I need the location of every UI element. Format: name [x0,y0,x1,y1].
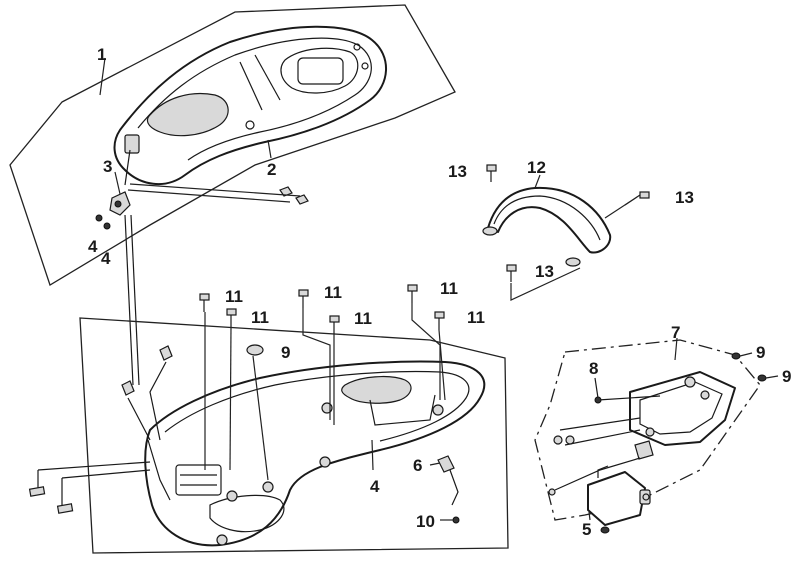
seat-assembly-group [9,4,456,286]
callout-7: 7 [671,323,680,342]
lamp-wiring [28,345,173,514]
callout-2: 2 [267,160,276,179]
luggage-box-bolts [199,284,445,334]
callout-9-grommet: 9 [281,343,290,362]
callout-8: 8 [589,359,598,378]
actuator-linkage [548,395,661,496]
callout-5: 5 [582,520,591,539]
callout-1: 1 [97,45,106,64]
grab-rail [487,186,612,254]
grab-rail-group [482,164,650,301]
callout-4-box: 4 [370,477,380,496]
luggage-box-grommet [246,344,264,356]
callout-13-right: 13 [675,188,694,207]
seat-lock-actuator [587,465,651,526]
seat-assembly-frame [9,4,456,286]
callout-6: 6 [413,456,422,475]
callout-4-lower: 4 [101,249,111,268]
callout-11-c: 11 [324,283,342,302]
callout-11-a: 11 [225,287,243,306]
callout-11-b: 11 [251,308,269,327]
callout-12: 12 [527,158,546,177]
callout-labels: 1 2 3 4 4 4 5 6 7 8 9 9 9 10 11 11 11 11… [88,45,791,539]
latch-cable [124,214,140,386]
callout-11-e: 11 [440,279,458,298]
seat-latch-bracket [109,191,131,216]
latch-cable-leader [127,183,301,203]
callout-10: 10 [416,512,435,531]
callout-11-f: 11 [467,308,485,327]
callout-3: 3 [103,157,112,176]
callout-9-lower: 9 [782,367,791,386]
light-switch [437,455,460,524]
actuator-bracket [629,371,736,460]
seat [113,25,387,186]
actuator-group [534,337,779,534]
callout-13-bottom: 13 [535,262,554,281]
callout-11-d: 11 [354,309,372,328]
luggage-box-group [28,284,509,554]
callout-9-upper: 9 [756,343,765,362]
seat-screws [95,186,309,230]
actuator-pin [594,377,602,404]
callout-4-upper: 4 [88,237,98,256]
luggage-box-frame [79,317,509,554]
callout-13-top: 13 [448,162,467,181]
